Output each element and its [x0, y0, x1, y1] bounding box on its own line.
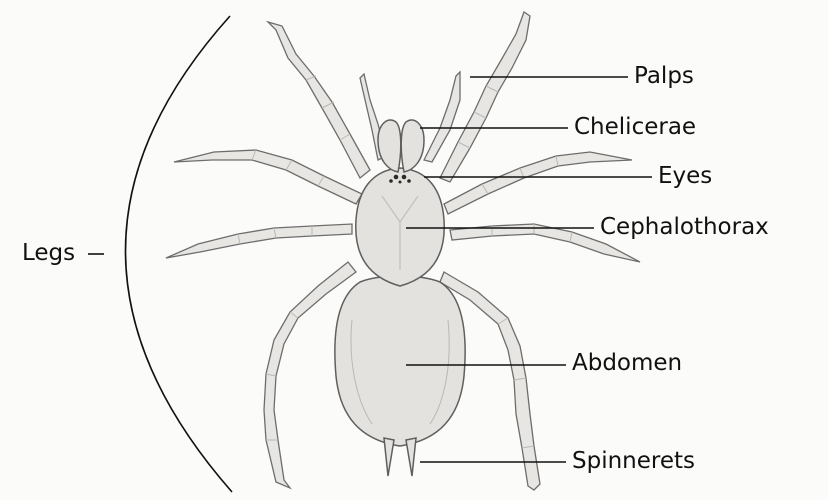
spinneret-right — [406, 438, 416, 476]
label-cephalothorax: Cephalothorax — [600, 216, 769, 239]
label-abdomen: Abdomen — [572, 352, 682, 375]
leg-left-3 — [166, 224, 352, 258]
leg-left-1 — [268, 22, 370, 178]
label-chelicerae: Chelicerae — [574, 116, 696, 139]
label-spinnerets: Spinnerets — [572, 450, 695, 473]
label-eyes: Eyes — [658, 165, 712, 188]
abdomen-shape — [335, 276, 465, 446]
chelicera-left — [378, 120, 401, 172]
leg-right-2 — [444, 152, 632, 214]
spinneret-left — [384, 438, 394, 476]
label-legs: Legs — [22, 242, 75, 265]
leg-left-2 — [174, 150, 362, 204]
label-palps: Palps — [634, 65, 694, 88]
